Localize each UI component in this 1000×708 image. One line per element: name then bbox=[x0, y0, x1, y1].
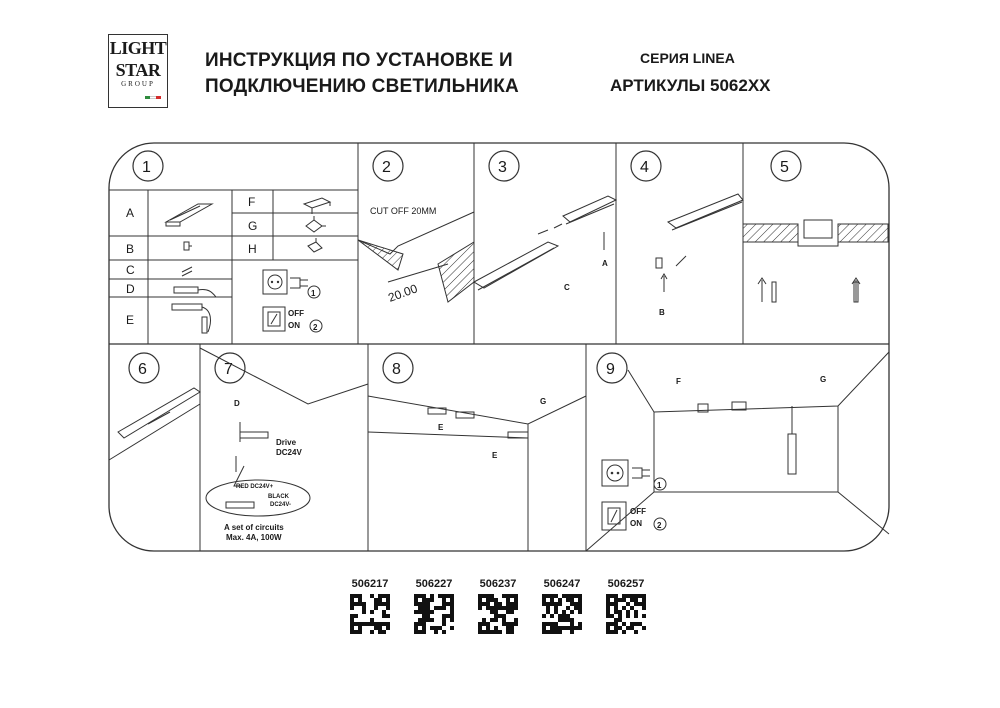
power-on-label-9: ON bbox=[630, 519, 642, 528]
qr-code-icon bbox=[478, 594, 518, 634]
room-connection-drawing bbox=[367, 395, 587, 551]
series-label: СЕРИЯ LINEA bbox=[640, 50, 735, 66]
logo-text-light: LIGHT bbox=[109, 38, 167, 58]
black-wire-label: BLACK bbox=[268, 494, 290, 500]
red-wire-label: RED DC24V+ bbox=[236, 484, 274, 490]
power-switch-icon bbox=[262, 306, 286, 332]
qr-506217[interactable]: 506217 bbox=[350, 578, 390, 634]
circuits-note: A set of circuits bbox=[224, 523, 284, 532]
italian-flag-icon bbox=[145, 96, 161, 99]
corner-f-icon bbox=[302, 197, 332, 214]
profile-a-icon bbox=[164, 203, 214, 227]
articles-label: АРТИКУЛЫ 5062XX bbox=[610, 76, 771, 95]
instruction-panel: 1 A B C D E F G H 1 OFF ON 2 2 bbox=[108, 142, 890, 552]
part-g-label: G bbox=[248, 219, 257, 233]
step-8-label-g: G bbox=[540, 397, 546, 406]
qr-code-label: 506217 bbox=[351, 578, 389, 590]
step-8-label-e1: E bbox=[438, 423, 444, 432]
page-title: ИНСТРУКЦИЯ ПО УСТАНОВКЕ И ПОДКЛЮЧЕНИЮ СВ… bbox=[205, 48, 519, 100]
qr-code-row: 506217 506227 506237 506247 506257 bbox=[350, 578, 646, 634]
brand-logo: LIGHT STAR GROUP bbox=[108, 34, 168, 108]
parts-table bbox=[109, 189, 358, 344]
step-3-label-c: C bbox=[564, 283, 570, 292]
power-switch-icon-9 bbox=[601, 501, 627, 531]
step-5-number: 5 bbox=[780, 159, 789, 176]
part-d-label: D bbox=[126, 282, 135, 296]
part-h-label: H bbox=[248, 242, 257, 256]
profile-join-drawing bbox=[472, 195, 618, 291]
cut-profile-drawing bbox=[357, 211, 475, 303]
power-step-2-9: 2 bbox=[657, 521, 662, 530]
qr-code-icon bbox=[414, 594, 454, 634]
qr-code-label: 506247 bbox=[543, 578, 581, 590]
step-8-label-e2: E bbox=[492, 451, 498, 460]
power-on-label: ON bbox=[288, 321, 300, 330]
qr-506247[interactable]: 506247 bbox=[542, 578, 582, 634]
part-e-label: E bbox=[126, 313, 134, 327]
max-load-note: Max. 4A, 100W bbox=[226, 533, 282, 542]
part-b-label: B bbox=[126, 242, 134, 256]
ceiling-mount-drawing bbox=[742, 219, 889, 303]
end-cap-drawing bbox=[655, 193, 744, 292]
power-off-label: OFF bbox=[288, 309, 304, 318]
corner-h-icon bbox=[307, 238, 323, 253]
qr-code-icon bbox=[542, 594, 582, 634]
driver-d-icon bbox=[173, 286, 217, 298]
step-3-number: 3 bbox=[498, 159, 507, 176]
black-wire-voltage: DC24V- bbox=[270, 502, 291, 508]
step-4-number: 4 bbox=[640, 159, 649, 176]
wiring-drawing bbox=[199, 347, 369, 517]
cut-dimension: 20.00 bbox=[386, 281, 419, 305]
step-9-label-g: G bbox=[820, 375, 826, 384]
part-c-label: C bbox=[126, 263, 135, 277]
installed-profile-drawing bbox=[108, 387, 201, 461]
qr-code-label: 506237 bbox=[479, 578, 517, 590]
qr-506257[interactable]: 506257 bbox=[606, 578, 646, 634]
step-8-number: 8 bbox=[392, 361, 401, 378]
qr-506227[interactable]: 506227 bbox=[414, 578, 454, 634]
power-off-label-9: OFF bbox=[630, 507, 646, 516]
drive-voltage: DC24V bbox=[276, 448, 302, 457]
power-step-1: 1 bbox=[311, 289, 316, 298]
title-line-2: ПОДКЛЮЧЕНИЮ СВЕТИЛЬНИКА bbox=[205, 76, 519, 97]
step-4-label-b: B bbox=[659, 308, 665, 317]
step-3-label-a: A bbox=[602, 259, 608, 268]
driver-e-icon bbox=[171, 303, 211, 334]
corner-g-icon bbox=[305, 216, 326, 233]
cut-off-note: CUT OFF 20MM bbox=[370, 206, 436, 216]
drive-label: Drive bbox=[276, 438, 297, 447]
step-7-label-d: D bbox=[234, 399, 240, 408]
qr-code-icon bbox=[350, 594, 390, 634]
step-6-number: 6 bbox=[138, 361, 147, 378]
step-9-label-f: F bbox=[676, 377, 681, 386]
step-7-number: 7 bbox=[224, 361, 233, 378]
title-line-1: ИНСТРУКЦИЯ ПО УСТАНОВКЕ И bbox=[205, 50, 513, 71]
step-2-number: 2 bbox=[382, 159, 391, 176]
qr-code-label: 506257 bbox=[607, 578, 645, 590]
panel-border bbox=[108, 142, 890, 552]
logo-text-star: STAR bbox=[115, 60, 161, 80]
power-socket-icon bbox=[262, 269, 321, 299]
logo-text-group: GROUP bbox=[121, 80, 155, 88]
power-step-2: 2 bbox=[313, 323, 318, 332]
qr-506237[interactable]: 506237 bbox=[478, 578, 518, 634]
end-cap-b-icon bbox=[183, 241, 192, 251]
step-9-number: 9 bbox=[606, 361, 615, 378]
qr-code-label: 506227 bbox=[415, 578, 453, 590]
power-step-1-9: 1 bbox=[657, 481, 662, 490]
power-socket-icon-9 bbox=[601, 459, 667, 491]
step-1-number: 1 bbox=[142, 159, 151, 176]
part-f-label: F bbox=[248, 195, 255, 209]
qr-code-icon bbox=[606, 594, 646, 634]
connector-c-icon bbox=[181, 266, 193, 277]
part-a-label: A bbox=[126, 206, 134, 220]
